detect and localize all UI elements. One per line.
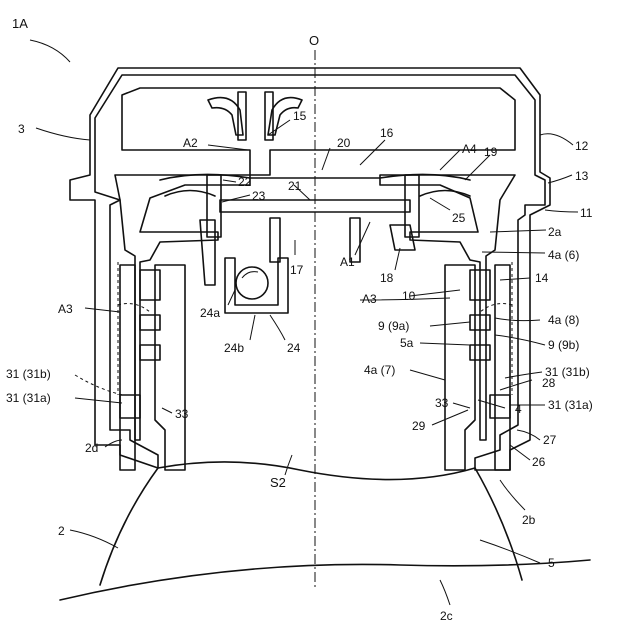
label-14: 14 — [535, 271, 549, 285]
label-10: 10 — [402, 289, 416, 303]
label-15: 15 — [293, 109, 307, 123]
label-28: 28 — [542, 376, 556, 390]
label-13: 13 — [575, 169, 589, 183]
label-23: 23 — [252, 189, 266, 203]
label-4a-8: 4a (8) — [548, 313, 579, 327]
left-neck — [118, 262, 185, 470]
right-neck — [445, 262, 512, 470]
label-5a: 5a — [400, 336, 414, 350]
label-a1: A1 — [340, 255, 355, 269]
label-4: 4 — [515, 402, 522, 416]
ball-valve — [225, 258, 288, 313]
label-2b: 2b — [522, 513, 536, 527]
label-21: 21 — [288, 179, 302, 193]
label-11: 11 — [580, 206, 593, 220]
label-19: 19 — [484, 145, 498, 159]
label-s2: S2 — [270, 475, 286, 490]
label-9-9b: 9 (9b) — [548, 338, 579, 352]
label-2c: 2c — [440, 609, 453, 623]
label-2d: 2d — [85, 441, 98, 455]
label-24a: 24a — [200, 306, 220, 320]
label-22: 22 — [238, 175, 252, 189]
label-4a-6: 4a (6) — [548, 248, 579, 262]
label-24b: 24b — [224, 341, 244, 355]
outer-cap-shell — [70, 68, 550, 470]
label-20: 20 — [337, 136, 351, 150]
label-4a-7: 4a (7) — [364, 363, 395, 377]
label-24: 24 — [287, 341, 301, 355]
hinge-flaps — [208, 92, 302, 140]
label-18: 18 — [380, 271, 394, 285]
label-a3-right: A3 — [362, 292, 377, 306]
label-29: 29 — [412, 419, 426, 433]
label-26: 26 — [532, 455, 546, 469]
label-17: 17 — [290, 263, 304, 277]
label-fig: 1A — [12, 16, 28, 31]
label-3: 3 — [18, 122, 25, 136]
label-33-right: 33 — [435, 396, 449, 410]
label-2: 2 — [58, 524, 65, 538]
label-a4: A4 — [462, 142, 477, 156]
label-a2: A2 — [183, 136, 198, 150]
label-a3-left: A3 — [58, 302, 73, 316]
label-31-31a-right: 31 (31a) — [548, 398, 593, 412]
label-31-31a-left: 31 (31a) — [6, 391, 51, 405]
container-body — [60, 462, 590, 600]
label-9-9a: 9 (9a) — [378, 319, 409, 333]
label-27: 27 — [543, 433, 557, 447]
label-25: 25 — [452, 211, 466, 225]
label-33-left: 33 — [175, 407, 189, 421]
label-12: 12 — [575, 139, 589, 153]
label-5: 5 — [548, 556, 555, 570]
label-2a: 2a — [548, 225, 562, 239]
label-16: 16 — [380, 126, 394, 140]
label-axis-o: O — [309, 33, 319, 48]
label-31-31b-left: 31 (31b) — [6, 367, 51, 381]
